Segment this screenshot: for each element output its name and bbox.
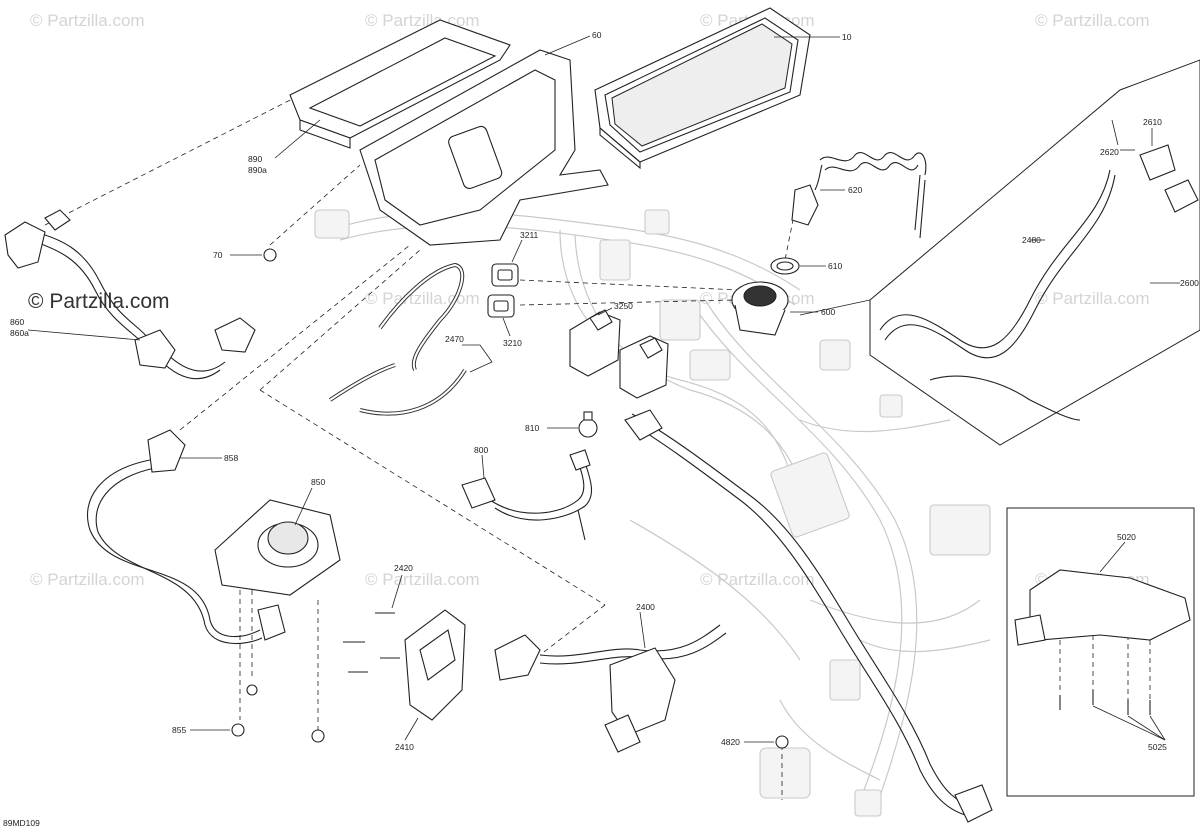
callout-2610: 2610 <box>1143 117 1162 127</box>
watermark-text: Partzilla.com <box>1052 289 1149 308</box>
watermark: © Partzilla.com <box>700 570 815 589</box>
hose-2470[interactable] <box>328 262 493 416</box>
watermark-text: Partzilla.com <box>382 570 479 589</box>
watermark: © Partzilla.com <box>365 289 480 308</box>
watermark: © Partzilla.com <box>30 11 145 30</box>
watermark: © Partzilla.com <box>30 570 145 589</box>
callout-600: 600 <box>821 307 835 317</box>
callout-2600: 2600 <box>1180 278 1199 288</box>
control-knob-850[interactable] <box>214 487 341 596</box>
watermark: © Partzilla.com <box>365 11 480 30</box>
main-harness[interactable] <box>624 409 993 823</box>
watermark-text: Partzilla.com <box>717 570 814 589</box>
callout-2420: 2420 <box>394 563 413 573</box>
callout-855: 855 <box>172 725 186 735</box>
switch-harness-2400[interactable] <box>494 611 727 753</box>
copyright-glyph: © <box>700 570 713 589</box>
watermark: © Partzilla.com <box>1035 11 1150 30</box>
callout-4820: 4820 <box>721 737 740 747</box>
callout-3211: 3211 <box>520 230 539 240</box>
copyright-glyph: © <box>365 570 378 589</box>
callout-890a: 890a <box>248 165 267 175</box>
screws-2420[interactable] <box>343 574 403 673</box>
callout-610: 610 <box>828 261 842 271</box>
watermark-text: Partzilla.com <box>49 290 169 313</box>
callout-5025: 5025 <box>1148 742 1167 752</box>
callout-3250: 3250 <box>614 301 633 311</box>
callout-70: 70 <box>213 250 223 260</box>
copyright-glyph: © <box>30 570 43 589</box>
bracket-2410[interactable] <box>404 609 466 741</box>
watermark: © Partzilla.com <box>365 570 480 589</box>
watermark: © Partzilla.com <box>1035 289 1150 308</box>
callout-2480: 2480 <box>1022 235 1041 245</box>
instrument-display[interactable] <box>594 7 840 170</box>
callout-850: 850 <box>311 477 325 487</box>
callout-800: 800 <box>474 445 488 455</box>
switch-3250[interactable] <box>569 307 669 399</box>
callout-890: 890 <box>248 154 262 164</box>
callout-860: 860 <box>10 317 24 327</box>
coil-lanyard-620[interactable] <box>791 152 927 239</box>
storage-cover[interactable] <box>274 19 511 159</box>
callout-860a: 860a <box>10 328 29 338</box>
nuts-855[interactable] <box>190 684 325 743</box>
inset-box-antenna <box>799 59 1200 446</box>
watermark-text: Partzilla.com <box>47 11 144 30</box>
callout-labels: 10 60 890 890a 70 860 860a 3211 3210 325… <box>3 30 1199 828</box>
watermark-text: Partzilla.com <box>1052 11 1149 30</box>
callout-5020: 5020 <box>1117 532 1136 542</box>
watermark-text: Partzilla.com <box>47 570 144 589</box>
harness-800[interactable] <box>461 449 593 541</box>
plug-70[interactable] <box>230 248 277 262</box>
callout-60: 60 <box>592 30 602 40</box>
inset-box-cover <box>1006 507 1195 797</box>
copyright-glyph: © <box>1035 11 1048 30</box>
ignition-switch-600[interactable] <box>731 281 818 336</box>
copyright-glyph: © <box>28 290 44 313</box>
callout-2620: 2620 <box>1100 147 1119 157</box>
nut-4820[interactable] <box>744 735 789 749</box>
copyright-glyph: © <box>30 11 43 30</box>
bulb-810[interactable] <box>547 411 598 438</box>
connector-3210[interactable] <box>487 294 515 337</box>
callout-3210: 3210 <box>503 338 522 348</box>
copyright-glyph: © <box>365 289 378 308</box>
watermark-layer: © Partzilla.com © Partzilla.com © Partzi… <box>28 11 1150 589</box>
harness-858[interactable] <box>86 429 286 644</box>
callout-620: 620 <box>848 185 862 195</box>
callout-2470: 2470 <box>445 334 464 344</box>
diagram-code: 89MD109 <box>3 818 40 828</box>
copyright-glyph: © <box>700 11 713 30</box>
watermark-prominent: © Partzilla.com <box>28 290 170 313</box>
copyright-glyph: © <box>365 11 378 30</box>
dashed-guide-lines <box>44 94 1151 800</box>
callout-10: 10 <box>842 32 852 42</box>
callout-2410: 2410 <box>395 742 414 752</box>
harness-860[interactable] <box>4 209 256 380</box>
callout-2400: 2400 <box>636 602 655 612</box>
background-harness-ghost <box>314 209 991 817</box>
dash-bezel[interactable] <box>359 35 609 246</box>
callout-810: 810 <box>525 423 539 433</box>
ring-nut-610[interactable] <box>770 257 826 275</box>
callout-858: 858 <box>224 453 238 463</box>
copyright-glyph: © <box>700 289 713 308</box>
connector-3211[interactable] <box>491 239 523 287</box>
